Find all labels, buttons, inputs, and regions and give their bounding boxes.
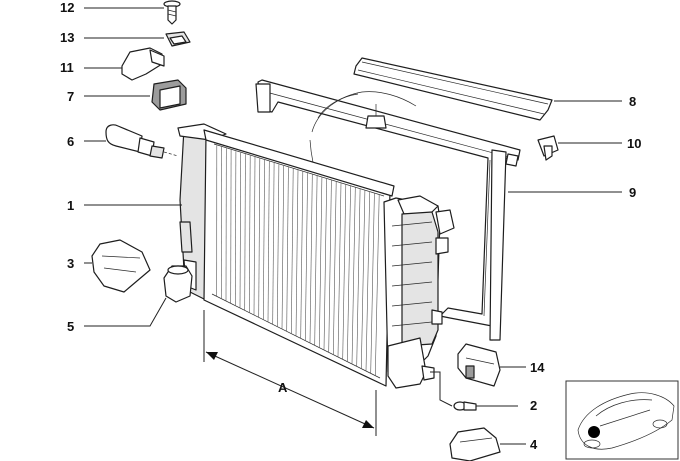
temperature-sensor-part-6 [105,124,179,159]
radiator-fin [342,184,347,360]
radiator-fin [291,168,294,334]
radiator-fin [295,169,299,337]
callout-11: 11 [60,60,74,75]
dimension-a: A [203,310,377,436]
radiator-right-tank [383,195,455,389]
radiator-fin [244,154,246,311]
callout-14: 14 [530,360,545,375]
radiator-fin [375,194,380,376]
radiator-fin [323,178,327,351]
radiator-fin [305,172,308,341]
radiator-fin [333,181,337,355]
location-marker [588,426,600,438]
radiator-fin [361,190,366,369]
clip-nut-part-13 [165,31,191,47]
dimension-label: A [278,380,288,395]
radiator-fin [370,193,375,374]
radiator-fin [347,185,351,362]
radiator-fin [235,151,237,306]
bracket-part-4 [449,427,501,461]
radiator-fin [277,164,280,327]
radiator-fin [300,171,304,339]
radiator-fin [272,162,275,325]
vehicle-location-thumbnail [565,380,679,460]
callout-3: 3 [67,256,74,271]
callout-6: 6 [67,134,74,149]
rubber-mount-part-7 [151,79,187,111]
radiator-fin [286,167,289,332]
callout-1: 1 [67,198,74,213]
radiator-fin [328,180,332,353]
callout-8: 8 [629,94,636,109]
callout-2: 2 [530,398,537,413]
callout-10: 10 [627,136,641,151]
radiator-fin [337,182,342,358]
bracket-part-11 [121,47,165,81]
callout-5: 5 [67,319,74,334]
radiator-fin [253,156,256,316]
radiator-fins [216,145,380,376]
radiator-fin [267,161,270,323]
screw-part-12 [163,0,181,25]
bracket-part-3 [91,239,151,293]
radiator-fin [365,191,370,372]
callout-numbers: 12 13 11 7 6 1 3 5 8 10 9 14 2 4 [60,0,641,452]
radiator-fin [239,152,241,309]
rubber-bushing-part-5 [163,265,193,303]
callout-13: 13 [60,30,74,45]
mount-part-14 [457,343,501,387]
expanding-rivet-part-10 [537,135,559,161]
radiator-fin [281,165,284,330]
screw-part-2 [453,401,477,411]
callout-12: 12 [60,0,74,15]
radiator-fin [356,188,361,367]
radiator-fin [351,187,356,365]
radiator-fin [249,155,251,313]
upper-rubber-strip [353,57,553,121]
callout-4: 4 [530,437,538,452]
radiator-fin [309,174,313,344]
leader-lines [84,7,622,445]
callout-7: 7 [67,89,74,104]
radiator-fin [258,158,261,318]
radiator-fin [319,177,323,348]
radiator-fin [314,175,318,346]
callout-9: 9 [629,185,636,200]
radiator-fin [262,159,265,320]
